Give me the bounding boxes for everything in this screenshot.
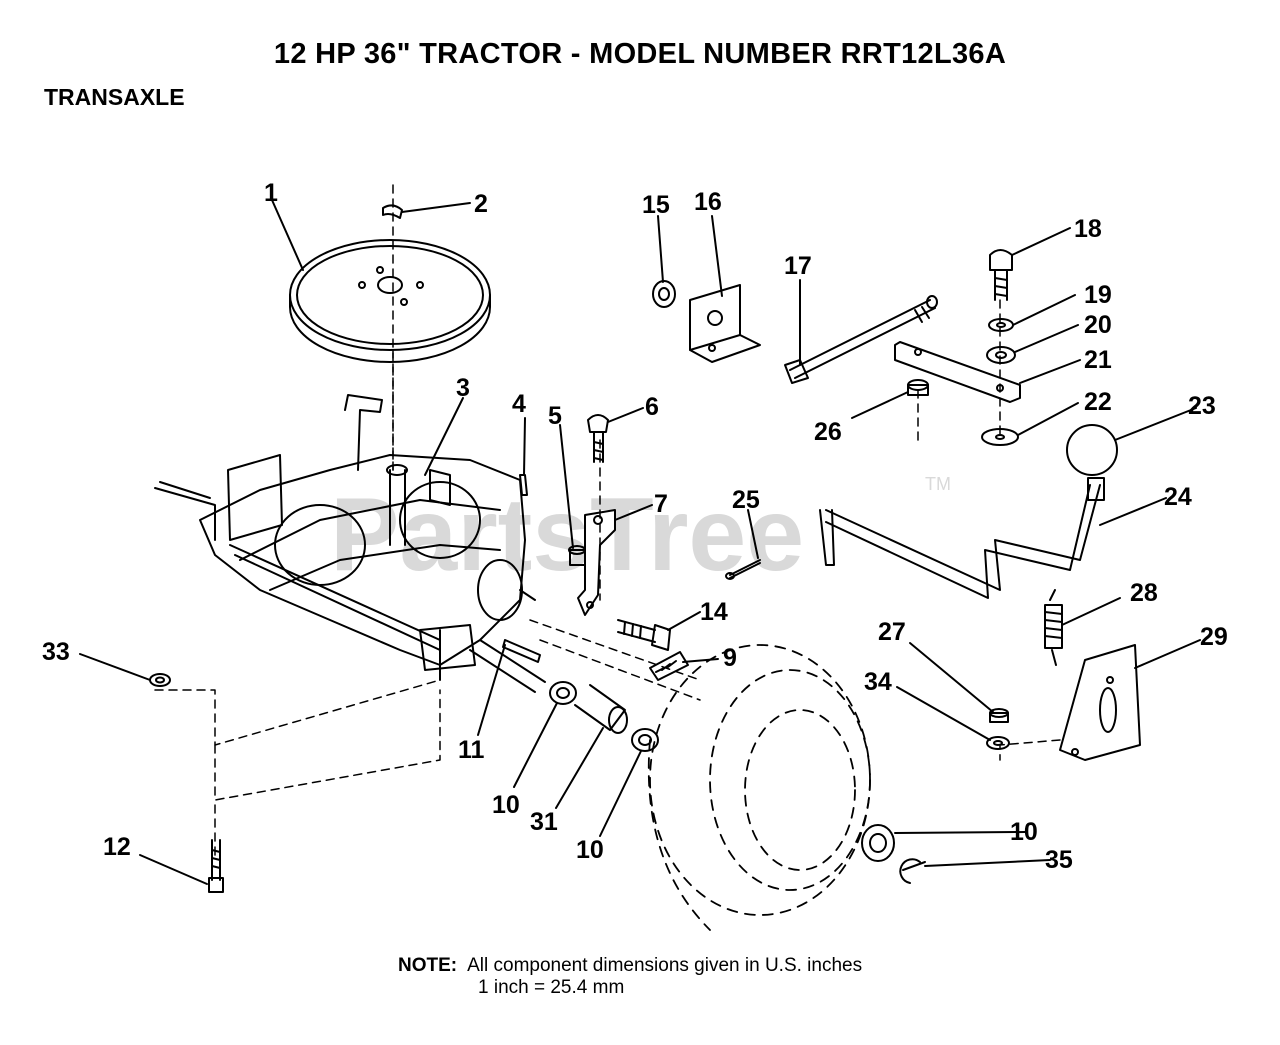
callout-14: 14 <box>700 598 728 626</box>
key-11-part <box>502 639 541 663</box>
callout-34: 34 <box>864 668 892 696</box>
lever-rod-24-part <box>819 477 1105 599</box>
note-line-2: 1 inch = 25.4 mm <box>478 977 625 998</box>
callout-29: 29 <box>1200 623 1228 651</box>
eclip-35-part <box>899 858 926 884</box>
pulley-part <box>289 239 491 363</box>
callout-11: 11 <box>458 736 485 764</box>
callout-23: 23 <box>1188 392 1216 420</box>
transaxle-body <box>154 394 546 693</box>
washer-15-part <box>652 280 676 308</box>
washer-10-c <box>861 824 895 862</box>
washer-20-part <box>986 346 1016 364</box>
callout-6: 6 <box>645 393 659 421</box>
callout-19: 19 <box>1084 281 1112 309</box>
bracket-16-part <box>689 284 761 363</box>
callout-5: 5 <box>548 402 562 430</box>
knob-23-part <box>1066 424 1118 476</box>
lockwasher-34-part <box>986 736 1010 750</box>
callout-31: 31 <box>530 808 558 836</box>
callout-20: 20 <box>1084 311 1112 339</box>
callout-15: 15 <box>642 191 670 219</box>
callout-26: 26 <box>814 418 842 446</box>
cotter-pin-25-part <box>725 559 761 580</box>
callout-33: 33 <box>42 638 70 666</box>
callout-10-b: 10 <box>576 836 604 864</box>
note-line-1: All component dimensions given in U.S. i… <box>467 955 863 976</box>
wheel-outline <box>647 644 871 931</box>
callout-22: 22 <box>1084 388 1112 416</box>
callout-17: 17 <box>784 252 812 280</box>
callout-16: 16 <box>694 188 722 216</box>
callout-12: 12 <box>103 833 131 861</box>
note-label: NOTE: <box>398 955 458 976</box>
callout-labels: 1 2 3 4 5 6 7 9 10 10 10 10 11 12 14 15 … <box>42 179 1228 874</box>
setscrew-9-part <box>649 651 689 681</box>
bolt-14-part <box>617 619 671 651</box>
section-title: TRANSAXLE <box>44 84 185 110</box>
callout-27: 27 <box>878 618 906 646</box>
callout-4: 4 <box>512 390 526 418</box>
page-title: 12 HP 36" TRACTOR - MODEL NUMBER RRT12L3… <box>273 38 1007 70</box>
callout-18: 18 <box>1074 215 1102 243</box>
callout-1: 1 <box>264 179 278 207</box>
bolt-6-part <box>587 414 609 463</box>
leader-lines <box>79 199 1201 885</box>
nut-5-part <box>568 545 586 566</box>
callout-24: 24 <box>1164 483 1192 511</box>
nut-33-part <box>149 673 171 687</box>
assembly-guide-lines <box>154 184 1061 861</box>
rod-17-part <box>784 295 938 384</box>
callout-21: 21 <box>1084 346 1112 374</box>
washer-10-b <box>631 728 659 752</box>
callout-10-a: 10 <box>492 791 520 819</box>
footnote: NOTE: All component dimensions given in U… <box>398 955 862 999</box>
callout-35: 35 <box>1045 846 1073 874</box>
callout-7: 7 <box>654 490 668 518</box>
bracket-7-part <box>577 509 616 616</box>
key-part <box>382 204 403 219</box>
bolt-12-part <box>208 839 224 893</box>
spacer-31-part <box>574 684 628 734</box>
callout-3: 3 <box>456 374 470 402</box>
washer-10-a <box>549 681 577 705</box>
callout-28: 28 <box>1130 579 1158 607</box>
washer-19-part <box>988 318 1014 332</box>
bracket-29-part <box>1059 644 1141 761</box>
plate-21-part <box>894 341 1021 403</box>
spring-28-part <box>1044 589 1063 666</box>
callout-25: 25 <box>732 486 760 514</box>
bolt-18-part <box>989 249 1013 301</box>
callout-2: 2 <box>474 190 488 218</box>
callout-10-c: 10 <box>1010 818 1038 846</box>
nut-27-part <box>989 708 1009 723</box>
washer-22-part <box>981 428 1019 446</box>
watermark-tm: TM <box>925 474 951 494</box>
callout-9: 9 <box>723 644 737 672</box>
